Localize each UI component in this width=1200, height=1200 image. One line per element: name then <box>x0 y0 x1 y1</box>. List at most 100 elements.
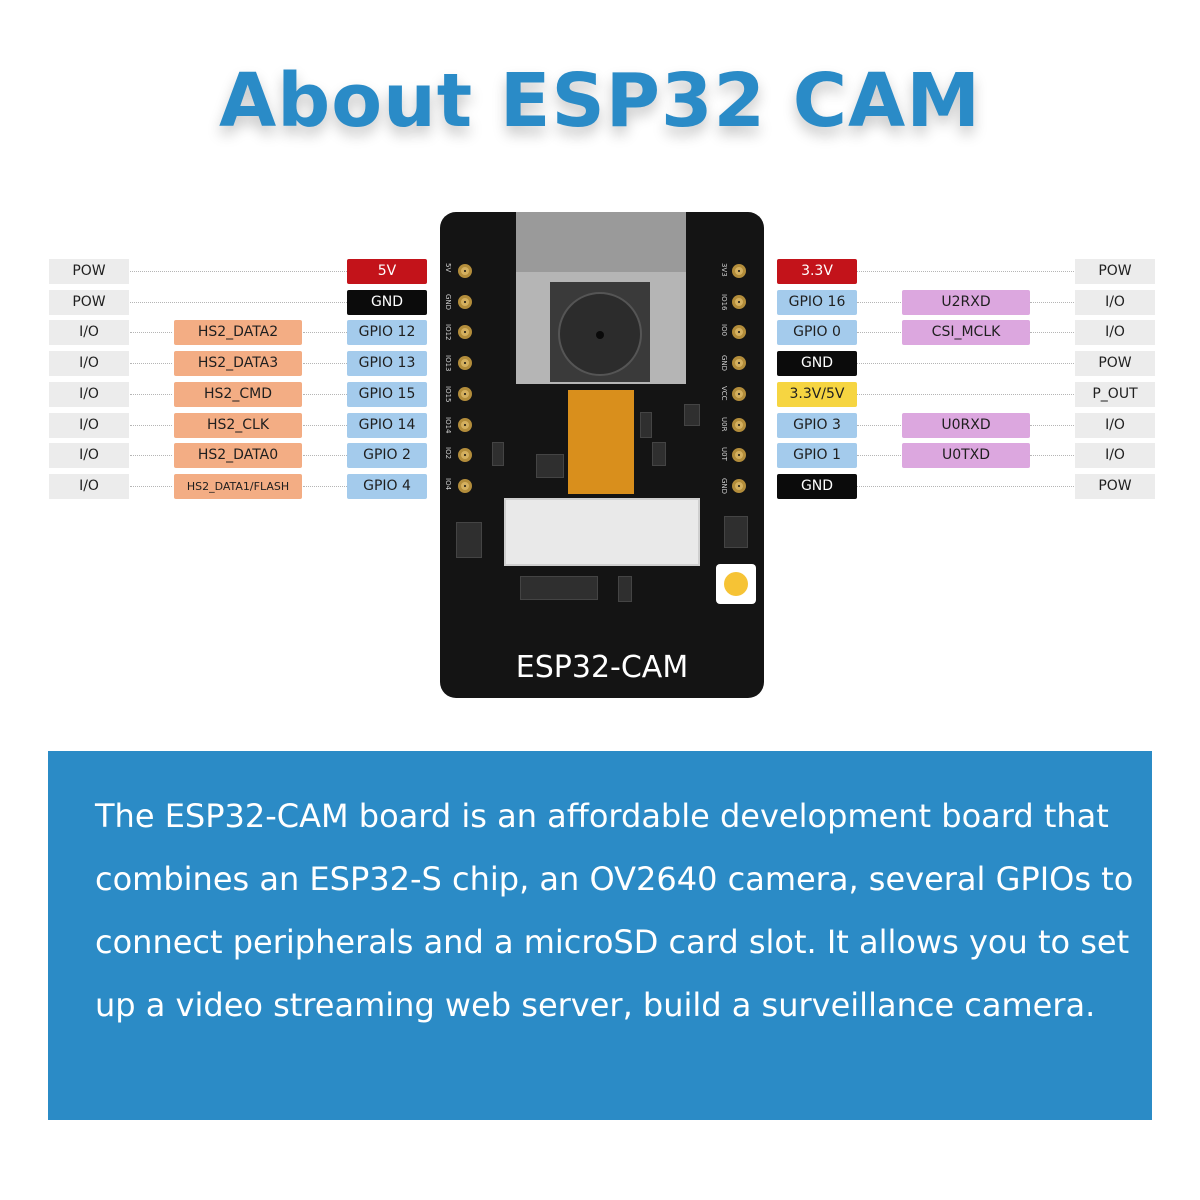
pin-header-hole <box>732 387 746 401</box>
description-box: The ESP32-CAM board is an affordable dev… <box>48 751 1152 1120</box>
pin-type-label: I/O <box>49 382 129 407</box>
leader-line <box>303 486 347 487</box>
pin-type-label: I/O <box>49 413 129 438</box>
gpio-pin-label: GPIO 4 <box>347 474 427 499</box>
pin-header-hole <box>458 418 472 432</box>
gpio-pin-label: 3.3V/5V <box>777 382 857 407</box>
leader-line <box>130 271 347 272</box>
leader-line <box>1030 455 1074 456</box>
gpio-pin-label: 5V <box>347 259 427 284</box>
description-text: The ESP32-CAM board is an affordable dev… <box>95 797 1134 1024</box>
pin-type-label: I/O <box>1075 413 1155 438</box>
leader-line <box>857 486 1074 487</box>
leader-line <box>857 363 1074 364</box>
alt-function-label: HS2_DATA3 <box>174 351 302 376</box>
pin-header-hole <box>732 325 746 339</box>
silkscreen-label: IO2 <box>444 447 452 460</box>
leader-line <box>857 394 1074 395</box>
silkscreen-label: IO4 <box>444 478 452 491</box>
leader-line <box>303 455 347 456</box>
pin-header-hole <box>732 264 746 278</box>
alt-function-label: HS2_DATA2 <box>174 320 302 345</box>
silkscreen-label: GND <box>444 294 452 311</box>
leader-line <box>130 302 347 303</box>
silkscreen-label: VCC <box>720 386 728 401</box>
alt-function-label: HS2_CLK <box>174 413 302 438</box>
pin-header-hole <box>732 479 746 493</box>
pin-header-hole <box>458 387 472 401</box>
pin-header-hole <box>458 295 472 309</box>
leader-line <box>857 271 1074 272</box>
pin-header-hole <box>458 479 472 493</box>
component <box>520 576 598 600</box>
alt-function-label: HS2_DATA1/FLASH <box>174 474 302 499</box>
leader-line <box>130 363 172 364</box>
alt-function-label: U2RXD <box>902 290 1030 315</box>
pin-header-hole <box>458 356 472 370</box>
leader-line <box>1030 302 1074 303</box>
pin-type-label: POW <box>1075 259 1155 284</box>
gpio-pin-label: GND <box>777 351 857 376</box>
pin-type-label: POW <box>49 290 129 315</box>
component <box>492 442 504 466</box>
pin-header-hole <box>732 356 746 370</box>
leader-line <box>130 394 172 395</box>
silkscreen-label: U0R <box>720 417 728 432</box>
leader-line <box>303 425 347 426</box>
pin-type-label: I/O <box>49 443 129 468</box>
board-label: ESP32-CAM <box>515 650 689 685</box>
silkscreen-label: IO13 <box>444 355 452 372</box>
pin-header-hole <box>732 295 746 309</box>
component <box>640 412 652 438</box>
leader-line <box>303 332 347 333</box>
pin-type-label: I/O <box>49 351 129 376</box>
silkscreen-label: IO14 <box>444 417 452 434</box>
gpio-pin-label: GPIO 16 <box>777 290 857 315</box>
gpio-pin-label: GND <box>777 474 857 499</box>
pin-type-label: POW <box>1075 351 1155 376</box>
leader-line <box>857 455 901 456</box>
component <box>456 522 482 558</box>
gpio-pin-label: GPIO 1 <box>777 443 857 468</box>
pin-header-hole <box>732 448 746 462</box>
silkscreen-label: IO15 <box>444 386 452 403</box>
leader-line <box>857 332 901 333</box>
camera-flex-cable <box>568 390 634 494</box>
component <box>652 442 666 466</box>
silkscreen-label: 5V <box>444 263 452 273</box>
pinout-diagram: POW 5V POW GND I/O HS2_DATA2 GPIO 12 I/O HS2_DAT… <box>49 259 1155 499</box>
pin-type-label: POW <box>49 259 129 284</box>
pin-type-label: I/O <box>49 474 129 499</box>
alt-function-label: U0RXD <box>902 413 1030 438</box>
leader-line <box>130 425 172 426</box>
silkscreen-label: U0T <box>720 447 728 461</box>
component <box>684 404 700 426</box>
page-title: About ESP32 CAM <box>219 58 981 144</box>
leader-line <box>857 302 901 303</box>
silkscreen-label: IO12 <box>444 324 452 341</box>
gpio-pin-label: GPIO 2 <box>347 443 427 468</box>
leader-line <box>303 363 347 364</box>
gpio-pin-label: GPIO 12 <box>347 320 427 345</box>
alt-function-label: U0TXD <box>902 443 1030 468</box>
leader-line <box>303 394 347 395</box>
gpio-pin-label: GPIO 3 <box>777 413 857 438</box>
gpio-pin-label: GPIO 14 <box>347 413 427 438</box>
flash-led <box>716 564 756 604</box>
leader-line <box>130 486 172 487</box>
alt-function-label: HS2_DATA0 <box>174 443 302 468</box>
gpio-pin-label: GPIO 0 <box>777 320 857 345</box>
pin-header-hole <box>458 325 472 339</box>
silkscreen-label: IO16 <box>720 294 728 311</box>
silkscreen-label: GND <box>720 355 728 372</box>
gpio-pin-label: GPIO 13 <box>347 351 427 376</box>
pin-type-label: I/O <box>1075 443 1155 468</box>
leader-line <box>1030 425 1074 426</box>
silkscreen-label: IO0 <box>720 324 728 337</box>
pin-type-label: P_OUT <box>1075 382 1155 407</box>
pin-header-hole <box>458 264 472 278</box>
pin-type-label: I/O <box>49 320 129 345</box>
pin-header-hole <box>458 448 472 462</box>
gpio-pin-label: 3.3V <box>777 259 857 284</box>
